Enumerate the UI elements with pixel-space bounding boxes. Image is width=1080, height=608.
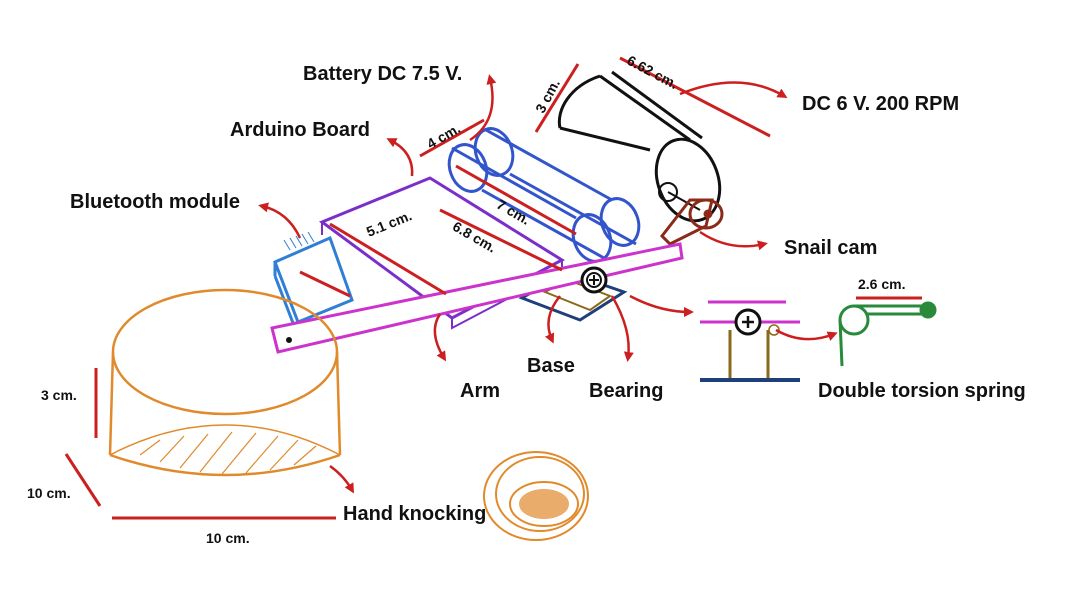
bearing-side-view <box>700 300 800 382</box>
spring-length-dim: 2.6 cm. <box>858 276 906 292</box>
arduino-label: Arduino Board <box>230 119 370 141</box>
double-torsion-spring <box>838 301 937 367</box>
hand-knocking-cylinder <box>108 288 342 477</box>
bearing <box>580 266 608 294</box>
spring-label: Double torsion spring <box>818 380 1026 402</box>
arm-bar <box>270 242 684 354</box>
annotation-arrows <box>258 74 838 494</box>
battery-label: Battery DC 7.5 V. <box>303 63 463 85</box>
snail-cam <box>660 198 724 246</box>
dc-motor <box>557 70 722 223</box>
hand-knocking-label: Hand knocking <box>343 503 487 525</box>
battery-pack <box>447 127 641 263</box>
arm-label: Arm <box>460 380 501 402</box>
base-label: Base <box>527 355 575 377</box>
knocker-height-dim: 3 cm. <box>41 387 77 403</box>
dimension-lines <box>64 56 922 520</box>
bluetooth-label: Bluetooth module <box>70 191 240 213</box>
bearing-label: Bearing <box>589 380 664 402</box>
knocker-width-dim: 10 cm. <box>206 530 250 546</box>
knocker-depth-dim: 10 cm. <box>27 485 71 501</box>
snail-cam-label: Snail cam <box>784 237 878 259</box>
motor-label: DC 6 V. 200 RPM <box>802 93 960 115</box>
hand-knocking-ring <box>483 451 589 541</box>
